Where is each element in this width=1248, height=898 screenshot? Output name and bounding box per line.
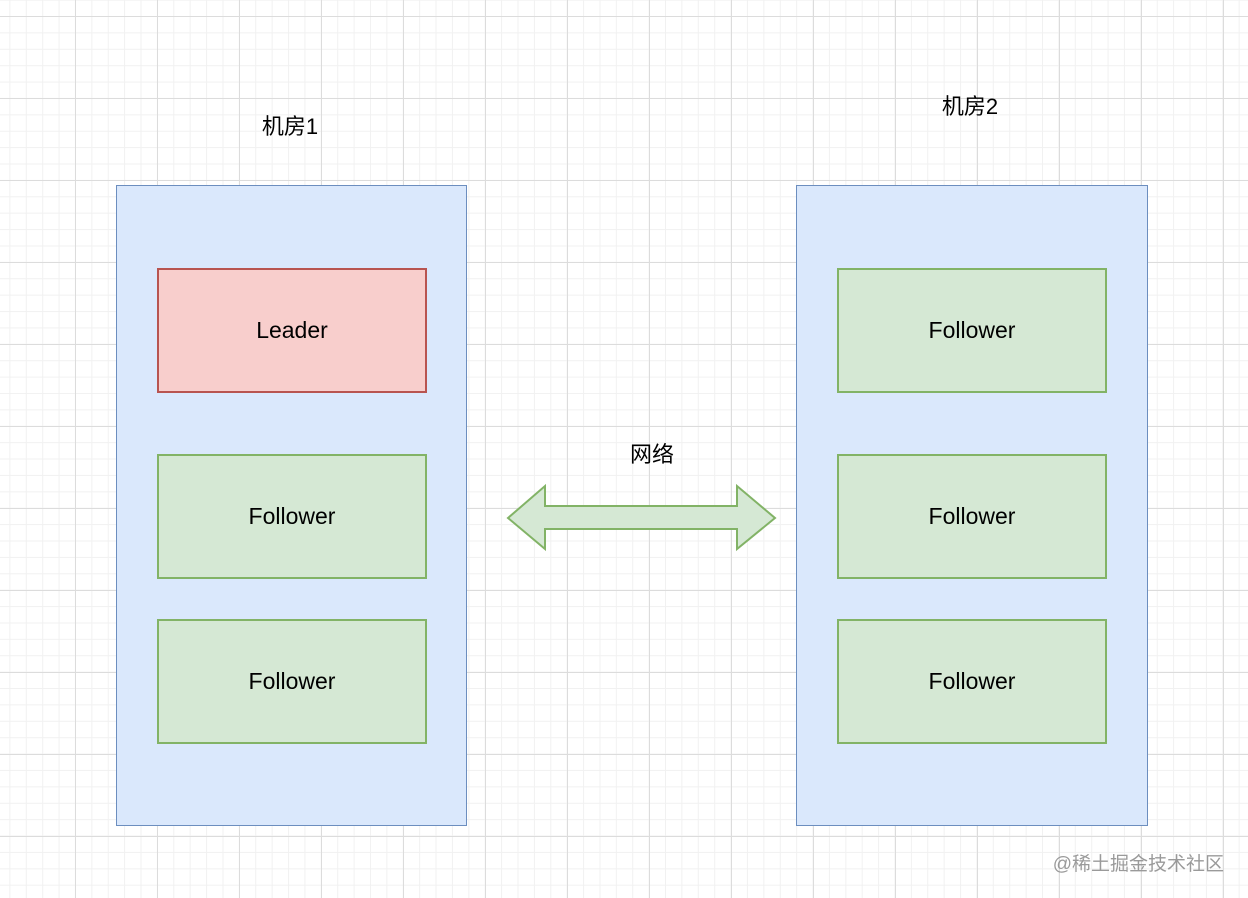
- node-label: Follower: [928, 668, 1016, 694]
- room-2-follower-node-1: Follower: [837, 268, 1107, 393]
- node-label: Follower: [928, 503, 1016, 529]
- room-2-follower-node-3: Follower: [837, 619, 1107, 744]
- room-1-leader-node: Leader: [157, 268, 427, 393]
- room-2-label: 机房2: [941, 94, 999, 119]
- network-label: 网络: [629, 442, 675, 467]
- room-1-follower-node-2: Follower: [157, 619, 427, 744]
- node-label: Follower: [248, 668, 336, 694]
- room-1-follower-node-1: Follower: [157, 454, 427, 579]
- room-2-follower-node-2: Follower: [837, 454, 1107, 579]
- node-label: Leader: [256, 317, 328, 343]
- double-arrow-icon: [506, 483, 777, 552]
- node-label: Follower: [248, 503, 336, 529]
- node-label: Follower: [928, 317, 1016, 343]
- room-1-label: 机房1: [261, 114, 319, 139]
- watermark-text: @稀土掘金技术社区: [1052, 854, 1224, 875]
